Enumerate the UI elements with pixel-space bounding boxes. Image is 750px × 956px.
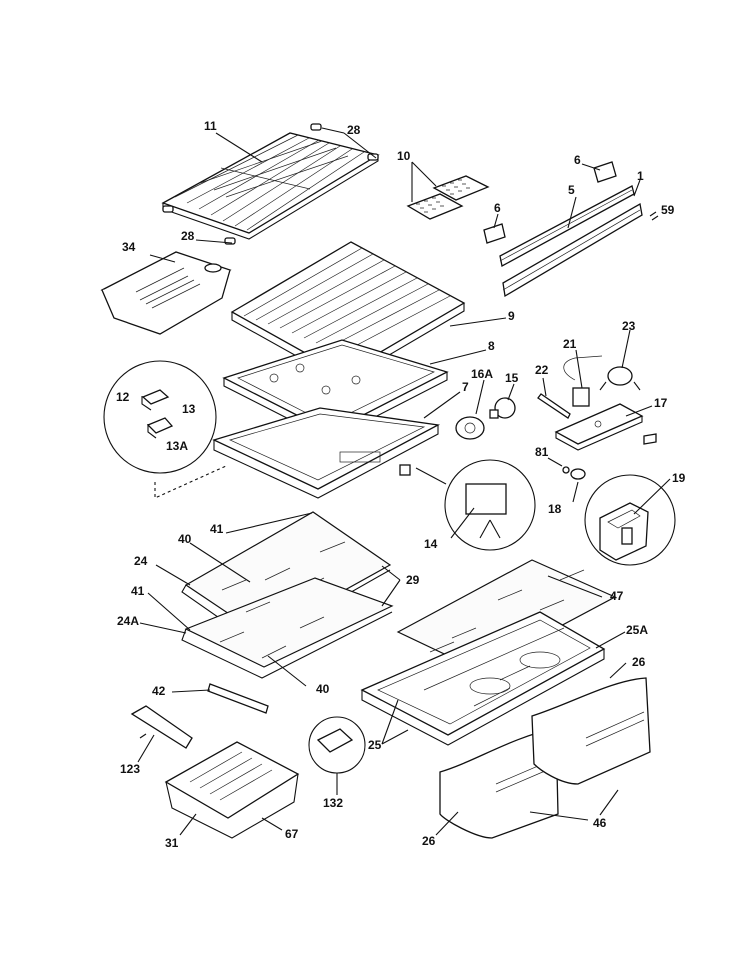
label-24a: 24A [117, 614, 139, 628]
label-41: 41 [131, 584, 145, 598]
label-34: 34 [122, 240, 136, 254]
label-12: 12 [116, 390, 130, 404]
part-22-rod [537, 393, 571, 419]
label-25: 25 [368, 738, 382, 752]
part-11-wire-shelf [161, 132, 380, 240]
label-6: 6 [494, 201, 501, 215]
label-15: 15 [505, 371, 519, 385]
label-81: 81 [535, 445, 549, 459]
label-13: 13 [182, 402, 196, 416]
label-28: 28 [181, 229, 195, 243]
label-132: 132 [323, 796, 343, 810]
detail-circle-14 [444, 459, 536, 551]
label-59: 59 [661, 203, 675, 217]
label-67: 67 [285, 827, 299, 841]
part-6-bracket [593, 161, 617, 183]
label-25a: 25A [626, 623, 648, 637]
part-26-crisper-right [531, 677, 651, 785]
label-40: 40 [178, 532, 192, 546]
part-16a-socket [455, 416, 485, 440]
part-1-rail [502, 202, 643, 298]
leader-lines [137, 127, 671, 836]
label-10: 10 [397, 149, 411, 163]
label-24: 24 [134, 554, 148, 568]
part-15-bulb [489, 397, 516, 419]
label-17: 17 [654, 396, 668, 410]
part-14-small-piece [399, 464, 411, 476]
label-16a: 16A [471, 367, 493, 381]
part-123-rail [130, 705, 193, 749]
label-19: 19 [672, 471, 686, 485]
label-47: 47 [610, 589, 624, 603]
part-40-glass-shelf-lower [181, 577, 394, 679]
label-46: 46 [593, 816, 607, 830]
detail-circle-12-13 [103, 360, 227, 499]
part-31-drawer [164, 741, 300, 839]
label-40: 40 [316, 682, 330, 696]
label-29: 29 [406, 573, 420, 587]
part-6-bracket [483, 223, 506, 244]
part-59-screw [649, 211, 659, 221]
part-19-small-piece [643, 433, 657, 445]
label-21: 21 [563, 337, 577, 351]
part-18-knob [570, 468, 586, 480]
label-1: 1 [637, 169, 644, 183]
label-11: 11 [204, 119, 217, 133]
label-123: 123 [120, 762, 140, 776]
label-31: 31 [165, 836, 179, 850]
part-42-trim [207, 683, 269, 714]
label-9: 9 [508, 309, 515, 323]
part-28-end-cap [162, 205, 174, 213]
label-23: 23 [622, 319, 636, 333]
label-8: 8 [488, 339, 495, 353]
label-42: 42 [152, 684, 166, 698]
label-26: 26 [422, 834, 436, 848]
part-labels: 11 28 10 6 5 1 59 6 28 34 9 8 21 23 16A … [116, 119, 686, 850]
label-13a: 13A [166, 439, 188, 453]
part-21-switch [563, 355, 603, 407]
detail-circle-19 [584, 474, 676, 566]
label-7: 7 [462, 380, 469, 394]
part-34-bin [100, 251, 232, 335]
part-28-end-cap [310, 123, 322, 131]
part-81-screw [562, 466, 570, 474]
label-18: 18 [548, 502, 562, 516]
label-41: 41 [210, 522, 224, 536]
part-23-thermostat [599, 366, 641, 391]
label-5: 5 [568, 183, 575, 197]
part-5-rail [499, 185, 635, 267]
part-25-crisper-frame [360, 611, 606, 746]
label-22: 22 [535, 363, 549, 377]
label-28: 28 [347, 123, 361, 137]
part-10-egg-trays [406, 175, 490, 220]
part-28-end-cap [367, 153, 379, 161]
label-6: 6 [574, 153, 581, 167]
label-14: 14 [424, 537, 438, 551]
detail-circle-132 [308, 716, 366, 774]
label-26: 26 [632, 655, 646, 669]
part-17-housing [554, 403, 644, 451]
part-7-base [212, 407, 441, 499]
